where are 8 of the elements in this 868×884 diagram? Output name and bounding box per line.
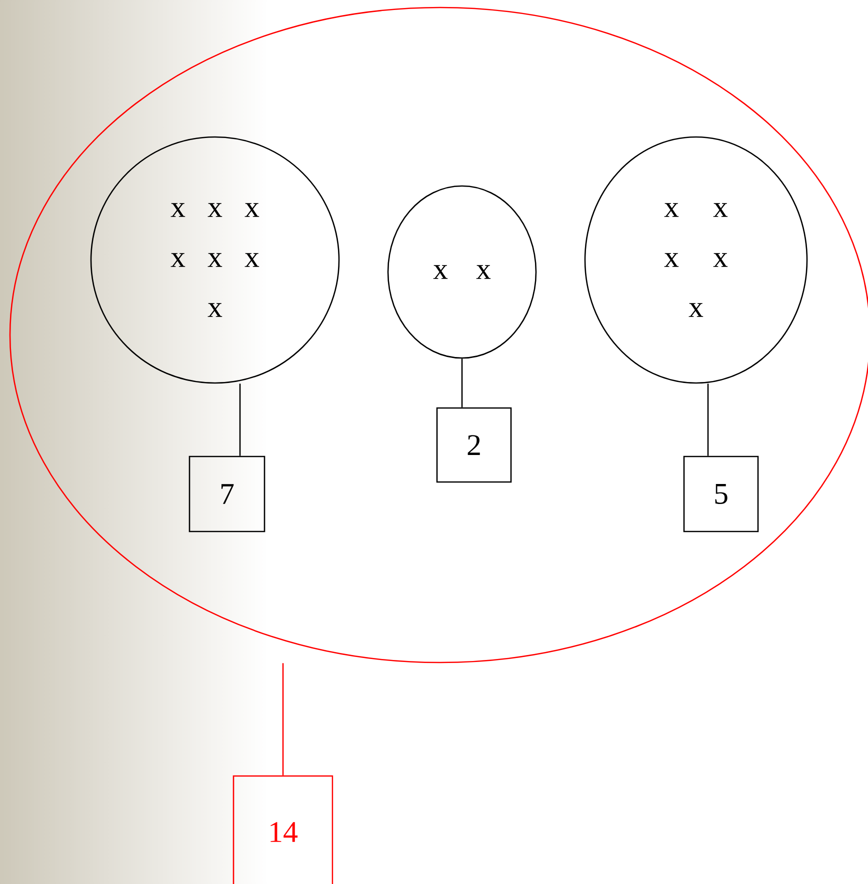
connector-line: [282, 663, 284, 776]
number-box: 5: [683, 456, 759, 532]
connector-line: [707, 384, 709, 456]
number-box: 2: [436, 407, 512, 483]
number-box: 7: [188, 456, 266, 532]
number-box: 14: [232, 775, 334, 884]
connector-line: [239, 384, 241, 456]
connector-line: [461, 358, 463, 408]
